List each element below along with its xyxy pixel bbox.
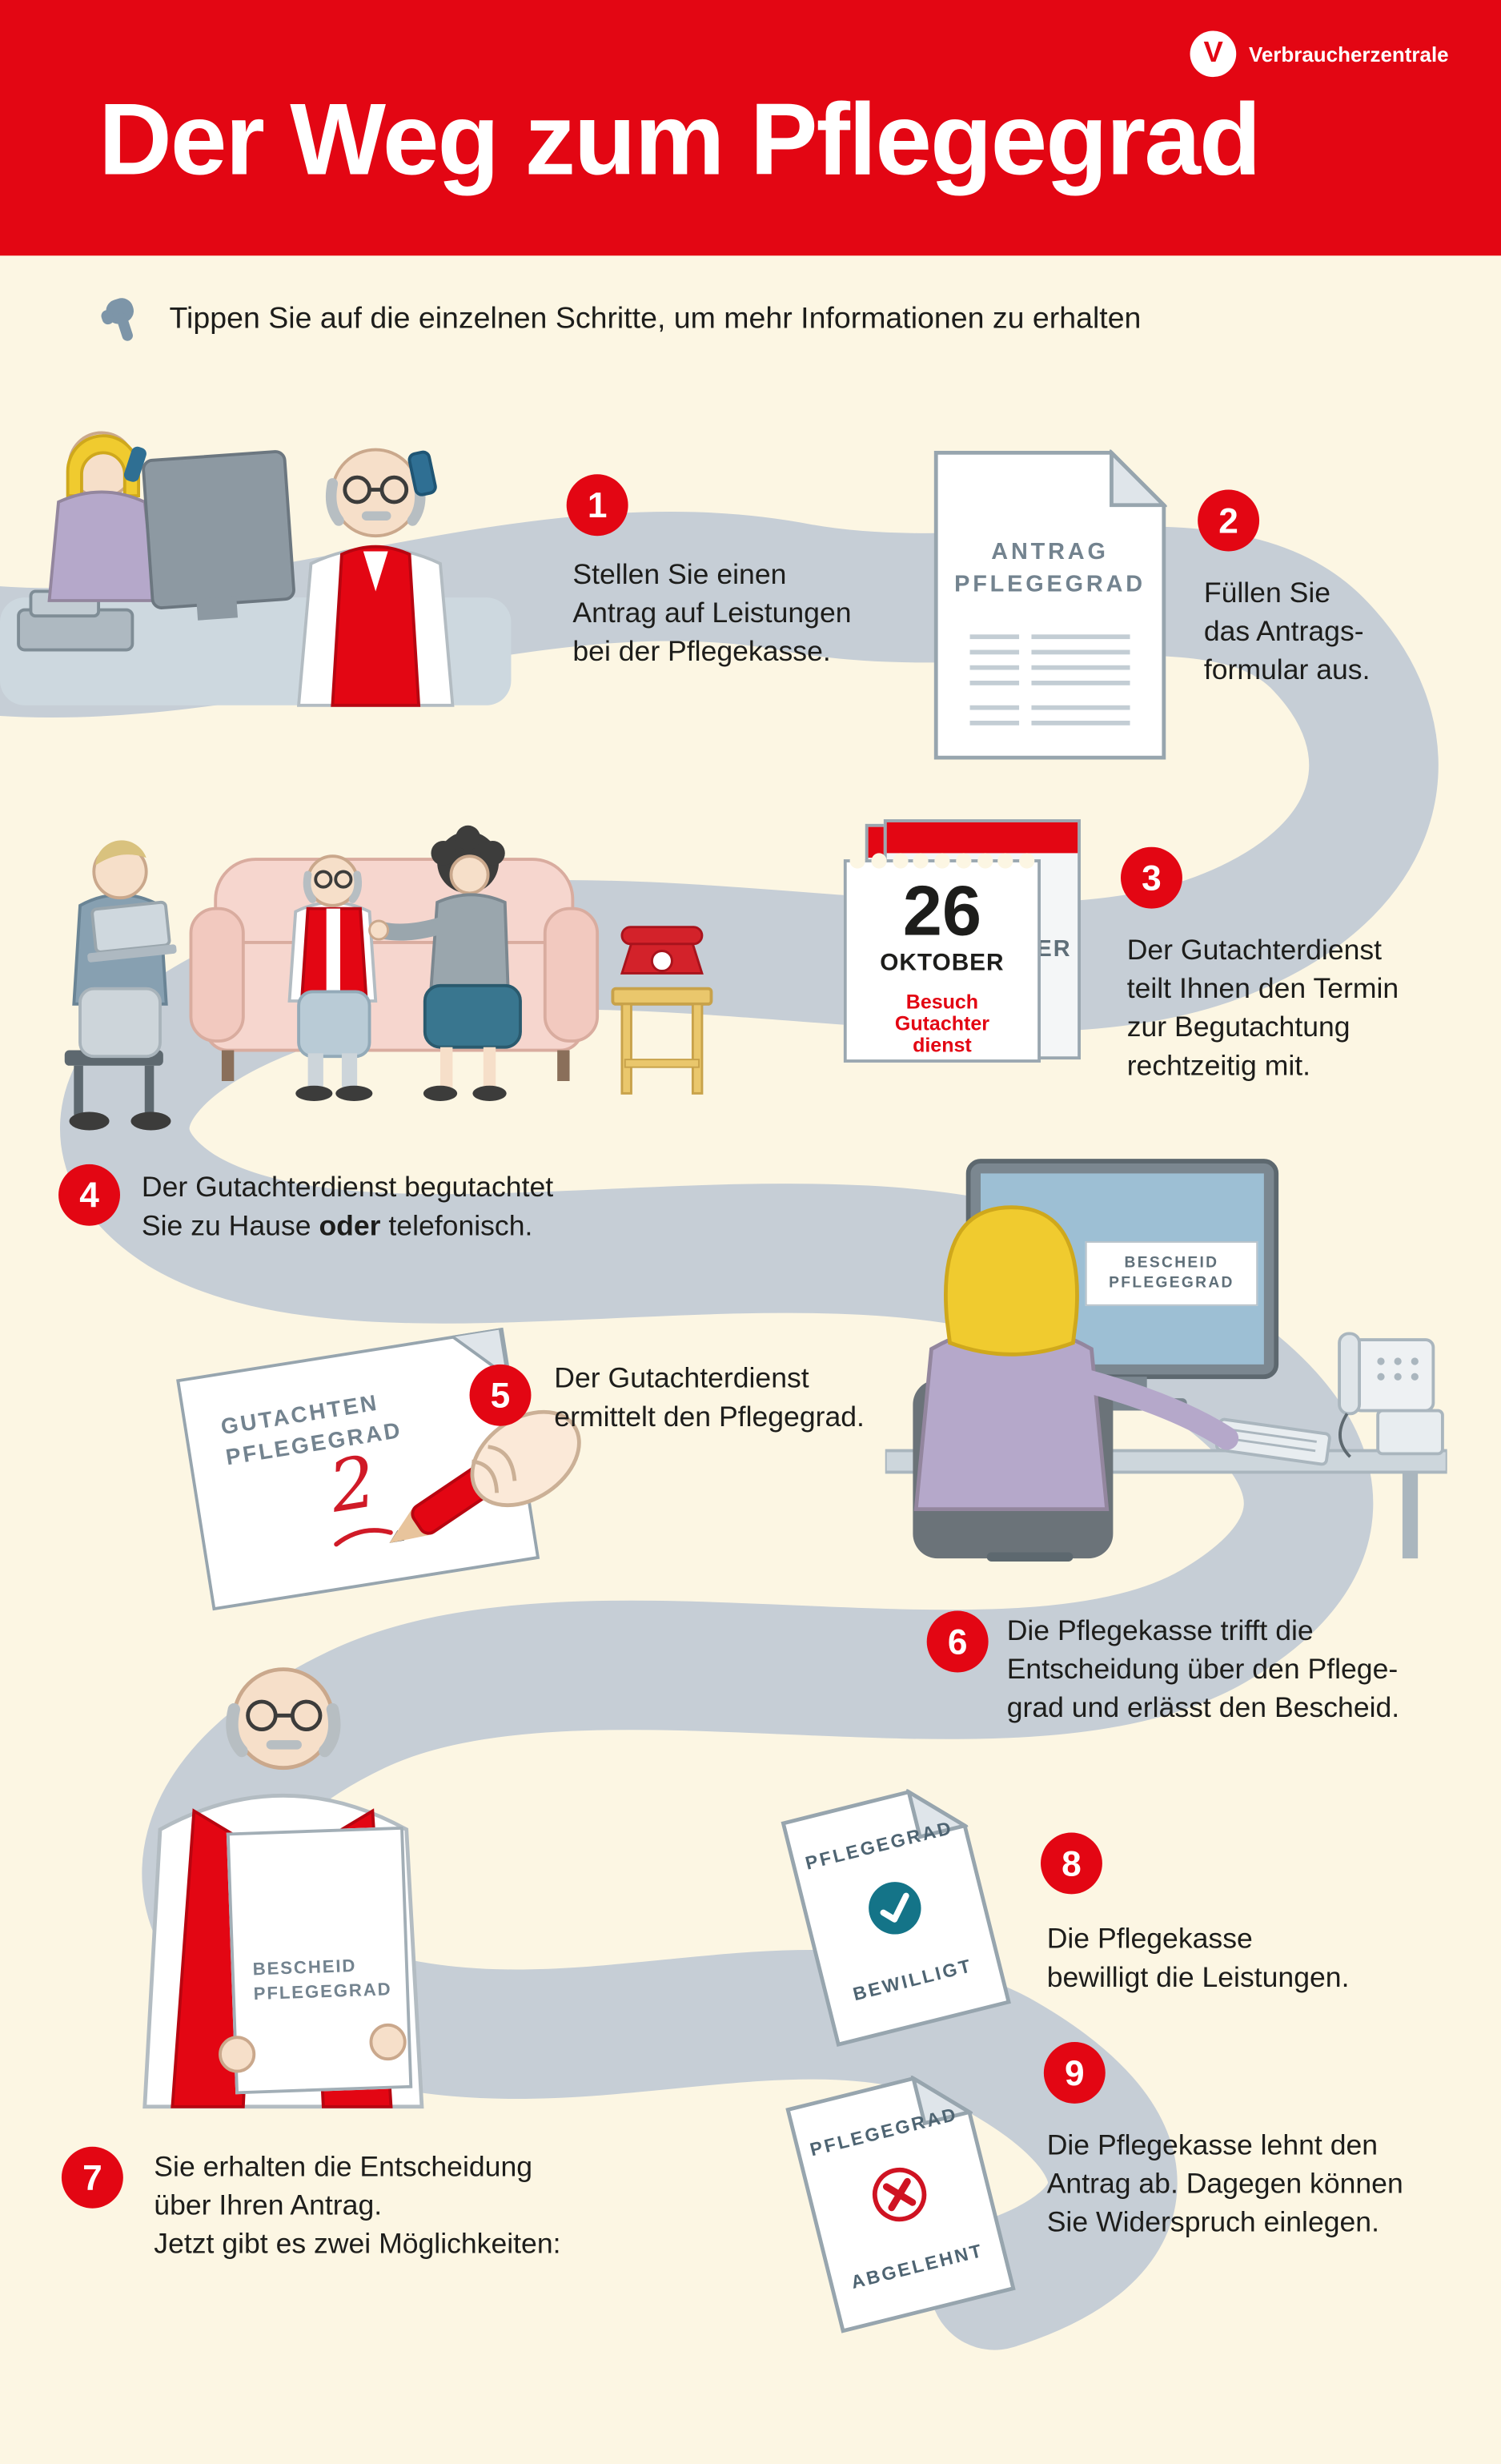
red-phone-icon xyxy=(620,926,704,975)
hand-with-pencil xyxy=(389,1409,581,1543)
smartphone-icon xyxy=(407,450,437,496)
right-hand xyxy=(369,2023,407,2061)
mustache xyxy=(266,1740,302,1750)
side-table xyxy=(611,987,713,1006)
mustache xyxy=(361,511,391,521)
document-bewilligt[interactable]: PFLEGEGRAD BEWILLIGT xyxy=(780,1777,1013,2048)
step-1-badge[interactable]: 1 xyxy=(566,474,628,537)
laptop-icon xyxy=(87,900,177,963)
screen-bescheid-panel: BESCHEID PFLEGEGRAD xyxy=(1085,1241,1258,1306)
brand-logo: V Verbraucherzentrale xyxy=(1190,30,1449,78)
step-9-badge[interactable]: 9 xyxy=(1043,2042,1106,2104)
calendar[interactable]: ER 26 OKTOBER Besuch Gutachter dienst xyxy=(843,819,1114,1081)
calendar-month: OKTOBER xyxy=(880,950,1005,977)
page-fold xyxy=(1110,448,1169,508)
document-gutachten[interactable]: GUTACHTEN PFLEGEGRAD 2 xyxy=(176,1321,623,1630)
form-lines xyxy=(969,634,1130,726)
woman-hair-back xyxy=(944,1205,1079,1357)
brand-v-icon: V xyxy=(1190,30,1237,78)
document-abgelehnt[interactable]: PFLEGEGRAD ABGELEHNT xyxy=(785,2064,1017,2335)
keypad-icon xyxy=(1376,1409,1444,1456)
phone-receiver-icon xyxy=(123,446,146,482)
check-icon xyxy=(869,1882,921,1935)
illustration-living-room xyxy=(64,825,713,1131)
grade-underline xyxy=(334,1528,393,1547)
antrag-title: ANTRAG PFLEGEGRAD xyxy=(954,539,1146,598)
illustration-office-desk xyxy=(885,1159,1447,1562)
calendar-month-fragment: ER xyxy=(1036,936,1072,963)
tap-hand-icon xyxy=(101,298,134,341)
step-5-badge[interactable]: 5 xyxy=(469,1364,532,1426)
page-fold xyxy=(910,2074,975,2126)
calendar-front-sheet: 26 OKTOBER Besuch Gutachter dienst xyxy=(843,853,1041,1063)
step-4-text[interactable]: Der Gutachterdienst begutachtet Sie zu H… xyxy=(141,1170,554,1241)
cross-icon xyxy=(872,2167,927,2222)
step-7-badge[interactable]: 7 xyxy=(61,2146,123,2209)
illustration-phone-call xyxy=(0,431,512,707)
step-2-badge[interactable]: 2 xyxy=(1198,489,1260,552)
calendar-perforation xyxy=(849,853,1035,869)
step-4-badge[interactable]: 4 xyxy=(58,1164,120,1226)
step-3-badge[interactable]: 3 xyxy=(1121,846,1182,909)
brand-name: Verbraucherzentrale xyxy=(1248,42,1449,66)
letter-title: BESCHEID PFLEGEGRAD xyxy=(252,1957,392,2004)
step-8-badge[interactable]: 8 xyxy=(1041,1832,1102,1895)
monitor-back-icon xyxy=(142,450,295,609)
page-title: Der Weg zum Pflegegrad xyxy=(98,81,1261,196)
step-6-badge[interactable]: 6 xyxy=(926,1610,989,1673)
intro-hint: Tippen Sie auf die einzelnen Schritte, u… xyxy=(98,292,1141,344)
left-hand xyxy=(219,2036,256,2073)
calendar-red-band-2 xyxy=(886,822,1078,854)
intro-text: Tippen Sie auf die einzelnen Schritte, u… xyxy=(169,300,1142,336)
antrag-page xyxy=(933,448,1169,760)
desk-phone-icon xyxy=(1338,1332,1435,1458)
page-fold xyxy=(905,1787,970,1839)
calendar-day: 26 xyxy=(902,870,982,951)
red-vest xyxy=(331,545,421,707)
keyboard-icon xyxy=(1214,1417,1331,1466)
document-antrag[interactable]: ANTRAG PFLEGEGRAD xyxy=(933,448,1169,761)
calendar-note: Besuch Gutachter dienst xyxy=(894,990,989,1057)
header: Der Weg zum Pflegegrad V Verbraucherzent… xyxy=(0,0,1501,256)
